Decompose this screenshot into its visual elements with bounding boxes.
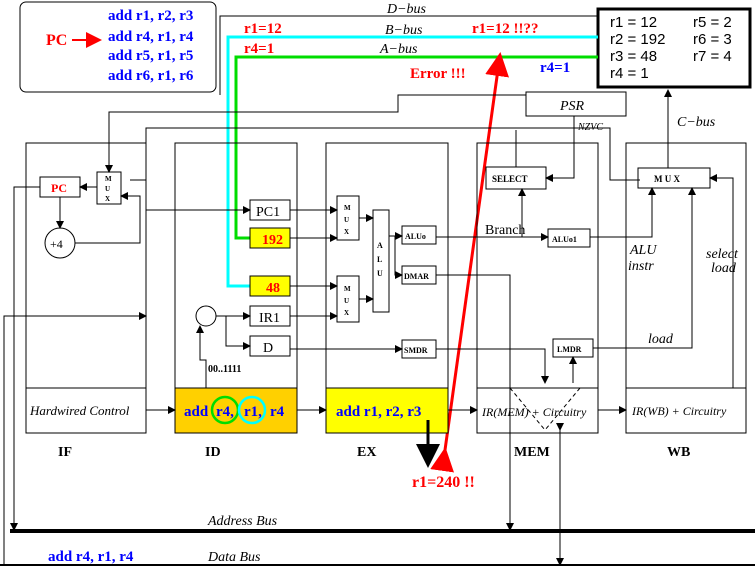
svg-text:L: L [377, 255, 382, 264]
svg-text:X: X [344, 309, 349, 317]
pc1-label: PC1 [256, 205, 280, 220]
wb-instr: IR(WB) + Circuitry [631, 404, 727, 418]
stage-mem-box [476, 142, 599, 434]
d-bus-line [219, 15, 598, 95]
psr-box [525, 91, 627, 117]
alu-instr-2: instr [628, 259, 654, 274]
mem-instr: IR(MEM) + Circuitry [481, 405, 587, 419]
program-line-1: add r1, r2, r3 [108, 8, 193, 24]
stage-ex: EX [357, 445, 376, 460]
pc-label: PC [46, 32, 67, 49]
reg-r2: r2 = 192 [610, 31, 665, 48]
wb-mux-label: M U X [654, 174, 680, 184]
psr-label: PSR [559, 99, 585, 114]
stage-if: IF [58, 445, 72, 460]
reg-r4: r4 = 1 [610, 65, 649, 82]
id-r1-highlight [237, 395, 267, 425]
load-label: load [648, 332, 674, 347]
reg-r7: r7 = 4 [693, 48, 732, 65]
error-arrow [430, 52, 509, 473]
stage-mem: MEM [514, 445, 550, 460]
id-r4: r4, [216, 404, 234, 420]
val-192: 192 [262, 233, 283, 248]
reg-r1: r1 = 12 [610, 14, 657, 31]
pc-box-label: PC [51, 181, 67, 195]
alu-box [372, 209, 390, 313]
program-box [19, 1, 217, 93]
svg-text:X: X [344, 228, 349, 236]
svg-text:U: U [377, 269, 383, 278]
smdr-label: SMDR [404, 346, 428, 355]
imm-label: 00..1111 [208, 364, 241, 375]
stage-id: ID [205, 445, 221, 460]
svg-text:M: M [344, 285, 351, 293]
register-file [596, 7, 752, 89]
stage-wb: WB [667, 445, 690, 460]
annot-r4-1-right: r4=1 [540, 60, 570, 76]
alu-instr-1: ALU [629, 243, 657, 258]
select-load-1: select [706, 247, 739, 262]
a-bus-label: A−bus [379, 42, 418, 57]
lmdr-label: LMDR [557, 345, 582, 354]
id-decoder [195, 305, 217, 327]
annot-r1-12: r1=12 [244, 21, 282, 37]
svg-text:U: U [105, 185, 110, 193]
id-r1: r1, [244, 404, 262, 420]
ex-instr: add r1, r2, r3 [336, 404, 421, 420]
c-bus-label: C−bus [677, 115, 716, 130]
a-bus-line [234, 55, 598, 240]
annot-r1-240: r1=240 !! [412, 474, 475, 491]
svg-text:X: X [105, 195, 110, 203]
id-r4b: r4 [270, 404, 285, 420]
annot-error: Error !!! [410, 66, 466, 82]
stage-wb-box [625, 142, 747, 434]
reg-r5: r5 = 2 [693, 14, 732, 31]
svg-text:U: U [344, 216, 349, 224]
nzvc-label: NZVC [577, 122, 603, 133]
d-label: D [263, 341, 273, 356]
reg-r3: r3 = 48 [610, 48, 657, 65]
data-bus-instr: add r4, r1, r4 [48, 549, 134, 565]
data-bus-label: Data Bus [207, 550, 261, 565]
ir1-label: IR1 [259, 311, 280, 326]
val-48: 48 [266, 281, 280, 296]
program-line-2: add r4, r1, r4 [108, 29, 194, 45]
program-line-3: add r5, r1, r5 [108, 48, 193, 64]
d-bus-label: D−bus [386, 2, 427, 17]
svg-text:A: A [377, 241, 383, 250]
svg-text:M: M [344, 204, 351, 212]
dmar-label: DMAR [404, 272, 429, 281]
plus4-label: +4 [50, 237, 63, 251]
address-bus-label: Address Bus [207, 514, 278, 529]
svg-text:U: U [344, 297, 349, 305]
select-load-2: load [711, 261, 737, 276]
svg-text:M: M [105, 175, 112, 183]
aluo1-label: ALUo1 [552, 235, 577, 244]
program-line-4: add r6, r1, r6 [108, 68, 194, 84]
b-bus-label: B−bus [385, 23, 423, 38]
select-label: SELECT [492, 174, 528, 184]
b-bus-line [226, 35, 598, 288]
annot-r4-1: r4=1 [244, 41, 274, 57]
annot-r1-12-warn: r1=12 !!?? [472, 21, 538, 37]
reg-r6: r6 = 3 [693, 31, 732, 48]
stage-if-box [25, 142, 147, 434]
aluo-label: ALUo [405, 232, 426, 241]
hardwired-label: Hardwired Control [29, 403, 130, 418]
id-add: add [184, 404, 209, 420]
branch-label: Branch [485, 223, 525, 238]
